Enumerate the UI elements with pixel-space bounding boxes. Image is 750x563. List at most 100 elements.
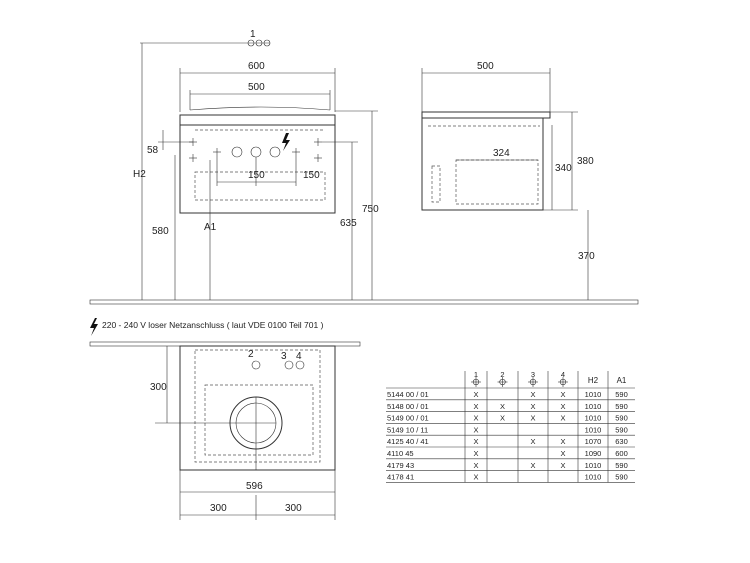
dim-500-front: 500 <box>248 82 265 93</box>
dim-300-right: 300 <box>285 503 302 514</box>
power-note: 220 - 240 V loser Netzanschluss ( laut V… <box>90 318 324 336</box>
table-row: 4179 43 X X X 1010 590 <box>386 461 635 471</box>
table-cell: X <box>473 461 478 470</box>
plan-marker-4: 4 <box>296 351 302 362</box>
table-cell: 590 <box>615 461 628 470</box>
side-basin <box>421 111 551 119</box>
table-row: 4178 41 X 1010 590 <box>386 473 635 483</box>
table-cell: X <box>473 402 478 411</box>
table-cell: 590 <box>615 414 628 423</box>
table-cell: 590 <box>615 402 628 411</box>
table-header-6: A1 <box>617 376 627 385</box>
dim-596: 596 <box>246 481 263 492</box>
table-cell: X <box>473 390 478 399</box>
table-header-5: H2 <box>588 376 599 385</box>
side-cabinet <box>421 117 544 211</box>
floor-line-upper <box>89 299 639 305</box>
plan-view: 2 3 4 300 596 300 300 <box>150 345 336 520</box>
table-cell: X <box>473 473 478 482</box>
dim-324: 324 <box>493 148 510 159</box>
table-cell: X <box>530 414 535 423</box>
table-cell: X <box>530 390 535 399</box>
table-cell: X <box>530 461 535 470</box>
plan-marker-2: 2 <box>248 349 254 360</box>
table-cell: X <box>500 414 505 423</box>
table-cell: 1010 <box>585 390 602 399</box>
marker-1-label: 1 <box>250 29 256 40</box>
dim-340: 340 <box>555 163 572 174</box>
table-cell: X <box>500 402 505 411</box>
table-header-2: 2 <box>500 370 504 379</box>
connection-icon <box>497 377 508 387</box>
table-cell-model: 5148 00 / 01 <box>387 402 429 411</box>
table-cell: X <box>560 402 565 411</box>
floor-line-lower <box>89 341 361 347</box>
table-cell: 1070 <box>585 437 602 446</box>
table-cell: X <box>530 402 535 411</box>
table-row: 5144 00 / 01 X X X 1010 590 <box>386 390 635 401</box>
table-cell: X <box>473 449 478 458</box>
table-cell: X <box>560 390 565 399</box>
table-cell: 1090 <box>585 449 602 458</box>
table-cell: 1010 <box>585 473 602 482</box>
table-cell: 600 <box>615 449 628 458</box>
table-header-1: 1 <box>474 370 478 379</box>
dim-300-left: 300 <box>210 503 227 514</box>
connection-icon <box>558 377 568 387</box>
table-cell-model: 5144 00 / 01 <box>387 390 429 399</box>
table-row: 5149 00 / 01 X X X X 1010 590 <box>386 414 635 424</box>
front-drawer-outline <box>194 171 326 201</box>
dim-580: 580 <box>152 226 169 237</box>
dim-635: 635 <box>340 218 357 229</box>
dim-600: 600 <box>248 61 265 72</box>
connection-symbol-1: 1 <box>140 29 271 47</box>
table-cell: X <box>530 437 535 446</box>
side-drawer-outline <box>455 159 539 205</box>
table-cell: 590 <box>615 473 628 482</box>
table-cell: 590 <box>615 425 628 434</box>
table-cell: X <box>560 437 565 446</box>
lightning-icon <box>90 318 98 336</box>
table-cell: 1010 <box>585 402 602 411</box>
front-basin <box>179 114 336 126</box>
table-cell: X <box>473 414 478 423</box>
table-cell: X <box>560 461 565 470</box>
table-cell-model: 4125 40 / 41 <box>387 437 429 446</box>
table-cell: X <box>473 425 478 434</box>
table-cell-model: 4110 45 <box>387 449 414 458</box>
table-header-4: 4 <box>561 370 565 379</box>
dim-h2: H2 <box>133 169 146 180</box>
table-cell: X <box>473 437 478 446</box>
dim-58: 58 <box>147 145 159 156</box>
table-header-3: 3 <box>531 370 535 379</box>
power-note-text: 220 - 240 V loser Netzanschluss ( laut V… <box>102 320 324 330</box>
dim-150-left: 150 <box>248 170 265 181</box>
dim-300-depth: 300 <box>150 382 167 393</box>
table-cell: X <box>560 414 565 423</box>
dim-500-side: 500 <box>477 61 494 72</box>
table-cell: X <box>560 449 565 458</box>
dim-750: 750 <box>362 204 379 215</box>
table-cell: 1010 <box>585 414 602 423</box>
table-cell: 1010 <box>585 461 602 470</box>
table-cell: 590 <box>615 390 628 399</box>
connection-icon <box>471 377 481 387</box>
table-cell: 1010 <box>585 425 602 434</box>
lightning-icon <box>282 133 290 151</box>
dim-150-right: 150 <box>303 170 320 181</box>
table-cell: 630 <box>615 437 628 446</box>
plan-cabinet <box>179 345 336 471</box>
front-cabinet <box>179 124 336 214</box>
dim-a1: A1 <box>204 222 217 233</box>
table-cell-model: 4179 43 <box>387 461 414 470</box>
table-cell-model: 5149 00 / 01 <box>387 414 429 423</box>
front-view: 1 600 500 H2 <box>133 29 379 300</box>
table-cell-model: 4178 41 <box>387 473 414 482</box>
basin-rim <box>189 106 331 111</box>
side-view: 500 324 340 380 370 <box>421 61 595 300</box>
table-row: 4125 40 / 41 X X X 1070 630 <box>386 437 635 448</box>
table-row: 5148 00 / 01 X X X X 1010 590 <box>386 402 635 412</box>
connection-icon <box>528 377 538 387</box>
